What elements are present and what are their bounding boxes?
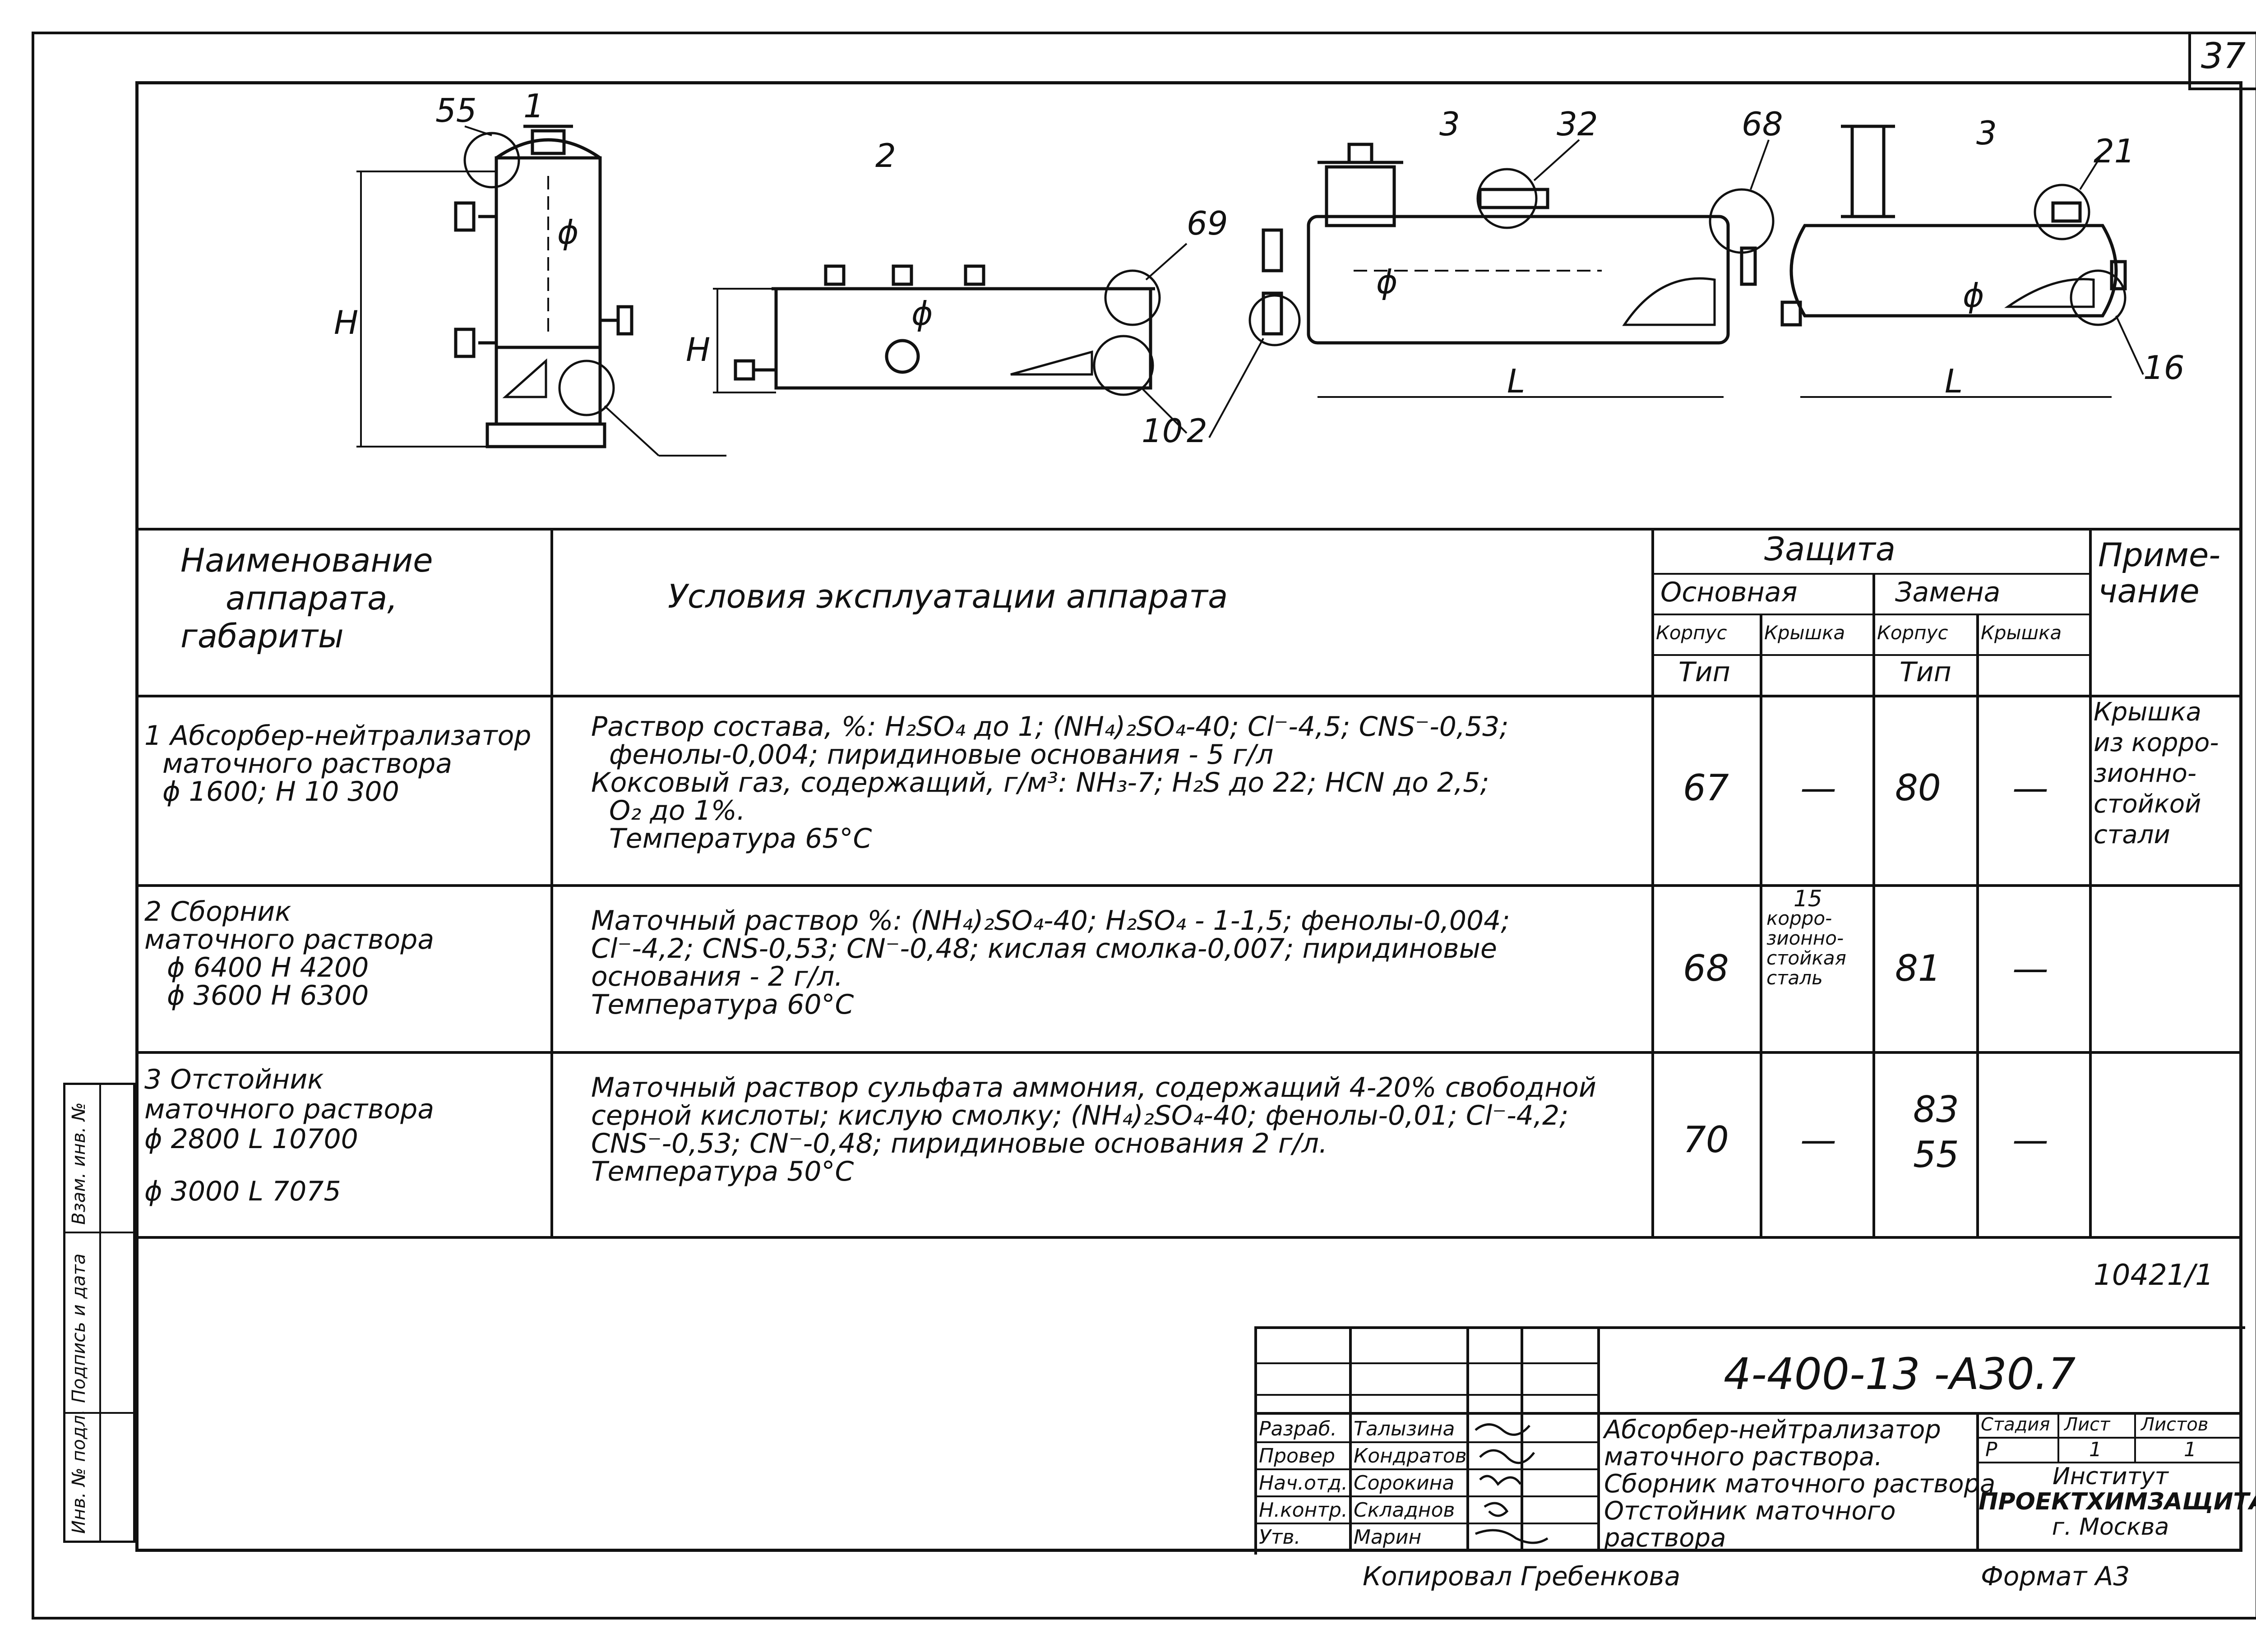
dim-phi-2: ϕ <box>911 295 933 332</box>
dim-phi-1: ϕ <box>557 213 579 251</box>
organization: Институт ПРОЕКТХИМЗАЩИТА г. Москва <box>1979 1463 2256 1541</box>
header-basic: Основная <box>1660 577 1798 608</box>
callout-32: 32 <box>1557 105 1598 143</box>
header-basic-lid: Крышка <box>1764 622 1845 644</box>
sheets-label: Листов <box>2141 1414 2209 1435</box>
signatures <box>1475 1423 1549 1544</box>
header-name: Наименование аппарата, габариты <box>180 541 433 655</box>
header-protection: Защита <box>1764 530 1895 568</box>
format: Формат А3 <box>1981 1561 2130 1592</box>
side-signature-label: Подпись и дата <box>69 1253 89 1403</box>
dim-l-2: L <box>1945 362 1963 400</box>
roles: Разраб. Провер Нач.отд. Н.контр. Утв. <box>1259 1417 1348 1549</box>
stamp-title: Абсорбер-нейтрализатор маточного раствор… <box>1604 1415 1996 1553</box>
stage-label: Стадия <box>1981 1414 2050 1435</box>
callout-16: 16 <box>2143 349 2185 387</box>
row-3-basic-lid: — <box>1800 1119 1836 1161</box>
row-3-repl-lid: — <box>2012 1119 2048 1161</box>
callout-2-title: 2 <box>875 137 896 175</box>
dim-l-1: L <box>1507 362 1525 400</box>
header-repl-lid: Крышка <box>1981 622 2062 644</box>
row-1-repl-lid: — <box>2012 767 2048 809</box>
side-replace-label: Взам. инв. № <box>69 1102 89 1225</box>
row-1-repl-body: 80 <box>1895 767 1941 809</box>
drawing-frame <box>135 81 2242 1552</box>
inventory-number: 10421/1 <box>2094 1259 2214 1292</box>
header-type-basic: Тип <box>1678 656 1730 688</box>
header-type-repl: Тип <box>1900 656 1951 688</box>
row-2-name: 2 Сборник маточного раствора ϕ 6400 Н 42… <box>144 896 435 1011</box>
row-3-repl-body: 83 55 <box>1913 1089 1959 1176</box>
row-2-repl-lid: — <box>2012 947 2048 989</box>
callout-1: 1 <box>523 87 544 125</box>
callout-21: 21 <box>2094 132 2135 170</box>
row-2-repl-body: 81 <box>1895 947 1941 989</box>
callout-3a-title: 3 <box>1439 105 1460 143</box>
role-names: Талызина Кондратов Сорокина Складнов Мар… <box>1354 1417 1467 1549</box>
apparatus-3b-sketch <box>1780 125 2144 398</box>
row-1-conditions: Раствор состава, %: H₂SO₄ до 1; (NH₄)₂SO… <box>591 711 1509 854</box>
row-2-basic-lid: 15 корро- зионно- стойкая сталь <box>1766 886 1846 989</box>
callout-3b-title: 3 <box>1976 114 1997 152</box>
row-3-basic-body: 70 <box>1683 1119 1729 1161</box>
row-1-name: 1 Абсорбер-нейтрализатор маточного раств… <box>144 720 532 808</box>
page-number: 37 <box>2201 36 2246 77</box>
dim-phi-4: ϕ <box>1963 277 1984 314</box>
document-code: 4-400-13 -А30.7 <box>1724 1349 2076 1399</box>
row-3-name: 3 Отстойник маточного раствора ϕ 2800 L … <box>144 1064 435 1207</box>
row-1-basic-body: 67 <box>1683 767 1729 809</box>
dim-h-1: H <box>334 304 358 341</box>
dim-h-2: H <box>686 331 710 369</box>
row-2-conditions: Маточный раствор %: (NH₄)₂SO₄-40; H₂SO₄ … <box>591 905 1510 1020</box>
copied-by: Копировал Гребенкова <box>1363 1561 1681 1592</box>
callout-55: 55 <box>435 92 477 129</box>
callout-2: 2 <box>1187 412 1207 450</box>
row-1-basic-lid: — <box>1800 767 1836 809</box>
callout-68: 68 <box>1742 105 1783 143</box>
sheet-label: Лист <box>2064 1414 2110 1435</box>
row-2-basic-body: 68 <box>1683 947 1729 989</box>
stage-value: Р <box>1985 1438 1997 1461</box>
header-conditions: Условия эксплуатации аппарата <box>668 577 1228 615</box>
callout-69: 69 <box>1187 204 1228 242</box>
sheet-value: 1 <box>2089 1438 2102 1461</box>
title-block <box>1254 1326 2245 1555</box>
dim-phi-3: ϕ <box>1376 263 1398 301</box>
header-replacement: Замена <box>1895 577 2001 608</box>
header-repl-body: Корпус <box>1877 622 1948 644</box>
apparatus-drawings: 55 1 2 69 2 3 32 68 10 3 21 16 H H ϕ ϕ ϕ… <box>334 87 2185 457</box>
header-note: Приме- чание <box>2098 536 2221 610</box>
callout-10: 10 <box>1142 412 1183 450</box>
row-1-note: Крышка из корро- зионно- стойкой стали <box>2094 697 2219 849</box>
apparatus-3a-sketch <box>1208 139 1775 438</box>
apparatus-2-sketch <box>713 243 1188 434</box>
header-basic-body: Корпус <box>1656 622 1727 644</box>
apparatus-1-sketch <box>356 125 726 457</box>
side-inventory-label: Инв. № подл. <box>69 1409 89 1534</box>
sheets-value: 1 <box>2184 1438 2196 1461</box>
row-3-conditions: Маточный раствор сульфата аммония, содер… <box>591 1072 1596 1187</box>
